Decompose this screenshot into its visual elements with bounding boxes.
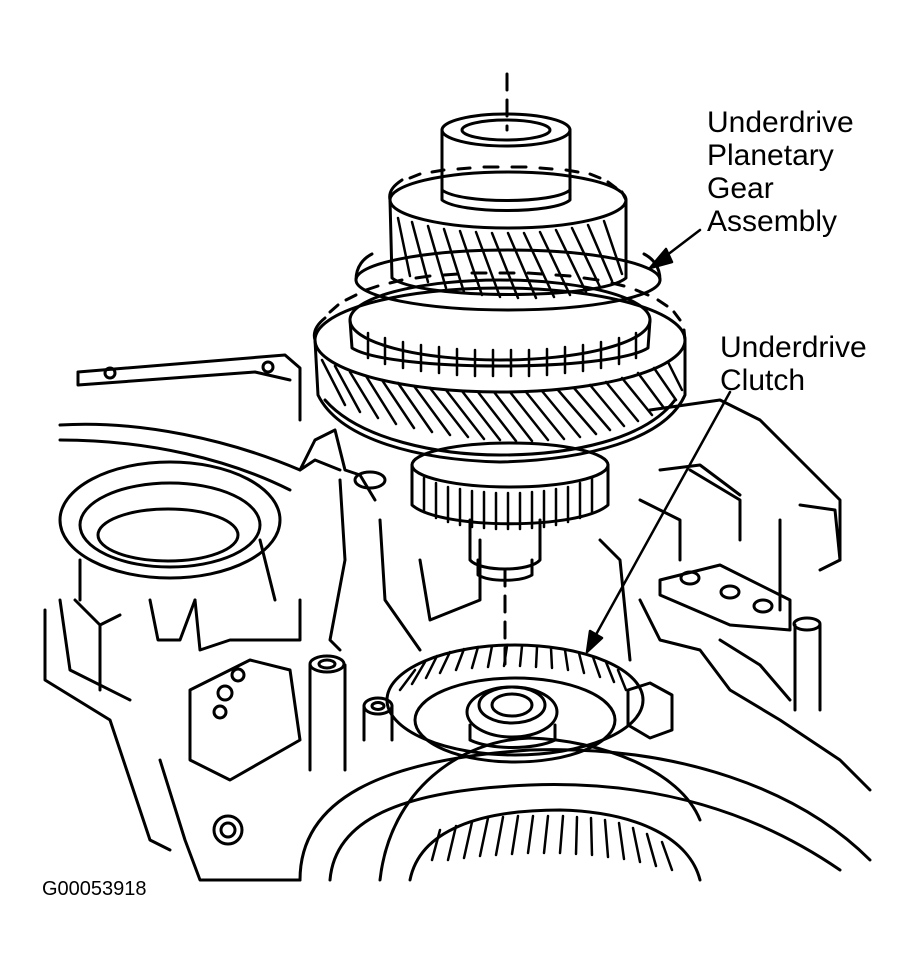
center-axis: [505, 74, 507, 668]
planetary-gear-assembly-label: Underdrive Planetary Gear Assembly: [707, 106, 854, 238]
leader-lines: [587, 230, 730, 652]
label-line: Clutch: [720, 364, 806, 397]
label-line: Planetary: [707, 139, 834, 172]
underdrive-clutch: [387, 645, 643, 762]
transmission-case: [45, 355, 870, 880]
planetary-gear-assembly: [314, 114, 685, 580]
label-line: Underdrive: [720, 331, 867, 364]
underdrive-clutch-label: Underdrive Clutch: [720, 331, 867, 397]
label-line: Underdrive: [707, 106, 854, 139]
figure-id: G00053918: [42, 878, 147, 900]
label-line: Assembly: [707, 205, 838, 238]
label-line: Gear: [707, 172, 774, 205]
